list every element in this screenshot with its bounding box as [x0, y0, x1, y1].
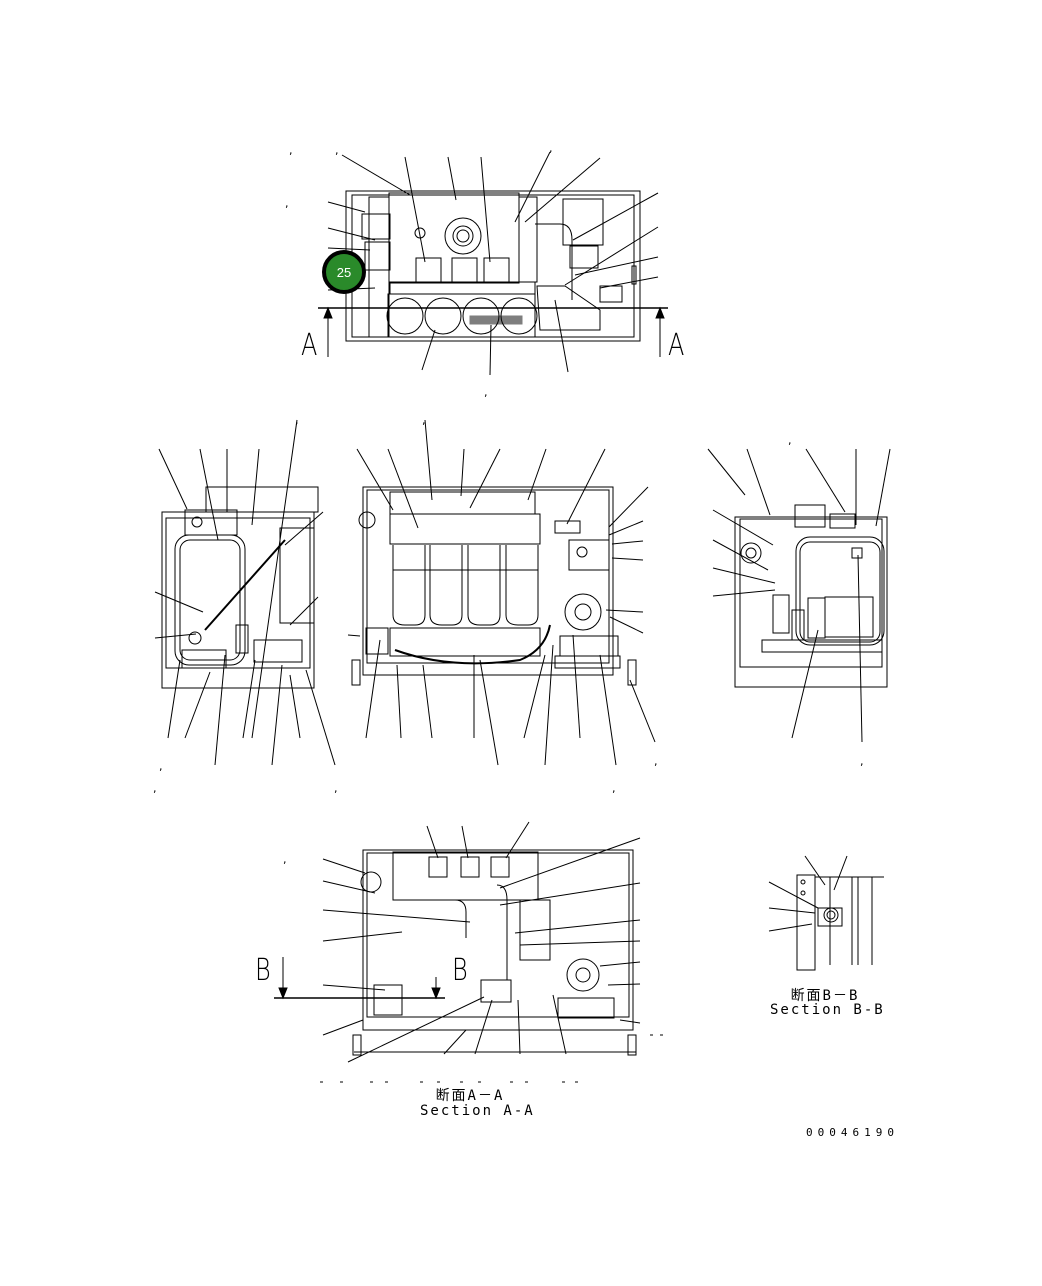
- top-view: [318, 151, 668, 376]
- label-mark: ,: [283, 853, 287, 866]
- section-a-caption-en: Section A-A: [420, 1103, 535, 1119]
- section-a-caption-jp: 断面A－A: [435, 1088, 505, 1104]
- section-b-caption-en: Section B-B: [770, 1002, 885, 1018]
- front-view: [347, 419, 656, 766]
- label-mark: ,: [153, 782, 157, 795]
- label-mark: ,: [788, 434, 792, 447]
- section-a-a-view: [274, 821, 663, 1083]
- left-side-view: [154, 419, 336, 766]
- label-mark: ,: [422, 414, 426, 427]
- label-mark: ,: [612, 782, 616, 795]
- label-mark: ,: [860, 755, 864, 768]
- section-marker-a-right: A: [668, 328, 685, 363]
- section-marker-b-left: B: [254, 953, 271, 988]
- label-mark: ,: [484, 386, 488, 399]
- label-mark: ,: [334, 782, 338, 795]
- section-marker-b-center: B: [451, 953, 468, 988]
- right-side-view: [707, 448, 891, 743]
- label-mark: ,: [295, 414, 299, 427]
- label-mark: ,: [285, 197, 289, 210]
- section-b-b-view: [768, 855, 884, 971]
- label-mark: ,: [549, 142, 553, 155]
- document-number: 00046190: [806, 1126, 899, 1139]
- section-marker-a-left: A: [301, 328, 318, 363]
- callout-badge-label: 25: [336, 264, 352, 280]
- label-mark: ,: [335, 144, 339, 157]
- label-mark: ,: [159, 760, 163, 773]
- callout-badge[interactable]: 25: [322, 250, 366, 294]
- label-mark: ,: [289, 144, 293, 157]
- label-mark: ,: [654, 755, 658, 768]
- section-b-caption-jp: 断面B－B: [790, 988, 860, 1004]
